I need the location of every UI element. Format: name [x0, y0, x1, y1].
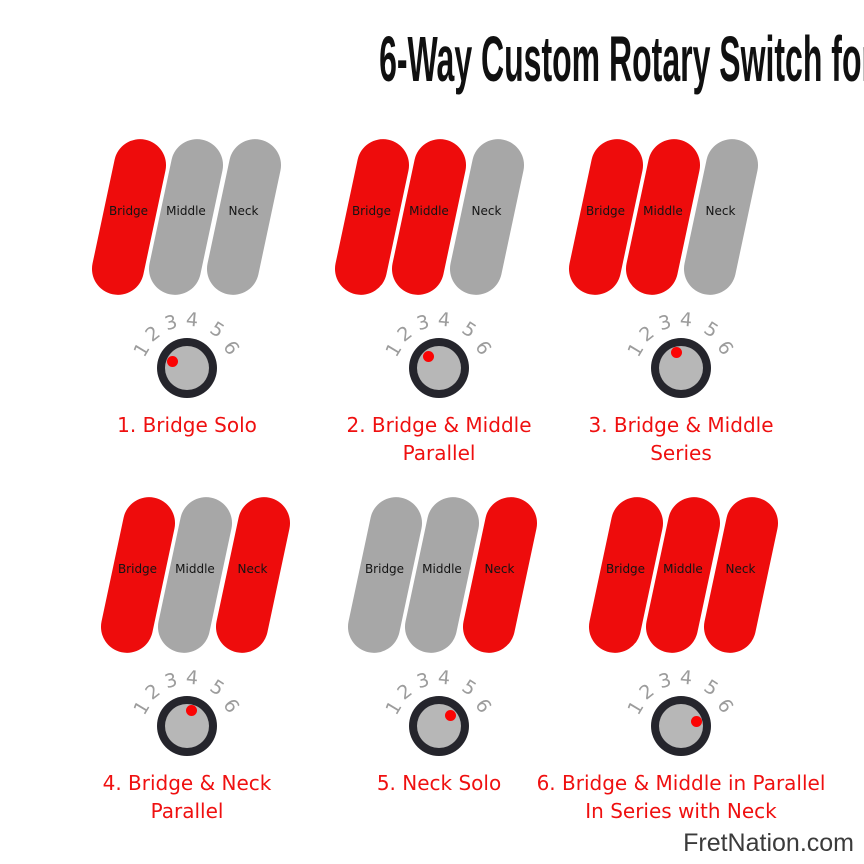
knob-body — [409, 696, 469, 756]
page-title-text: 6-Way Custom Rotary Switch for 3-Pickup … — [379, 23, 864, 95]
neck-pickup-label: Neck — [705, 204, 736, 218]
knob-number-4: 4 — [679, 666, 693, 690]
knob-number-3: 3 — [162, 668, 180, 694]
knob-face — [417, 704, 461, 748]
panel-caption: 6. Bridge & Middle in Parallel In Series… — [391, 769, 864, 825]
knob-body — [157, 338, 217, 398]
page-title: 6-Way Custom Rotary Switch for 3-Pickup … — [0, 23, 864, 95]
middle-pickup-label: Middle — [409, 204, 449, 218]
knob-position-dot — [691, 716, 702, 727]
knob-number-3: 3 — [414, 668, 432, 694]
caption-line-1: 1. Bridge Solo — [117, 413, 257, 437]
pickup-group: Bridge Middle Neck — [299, 130, 579, 320]
knob-number-3: 3 — [414, 310, 432, 336]
pickup-group: Bridge Middle Neck — [541, 130, 821, 320]
knob-number-3: 3 — [656, 668, 674, 694]
neck-pickup-label: Neck — [237, 562, 268, 576]
middle-pickup-label: Middle — [175, 562, 215, 576]
pickup-group: Bridge Middle Neck — [47, 130, 327, 320]
panel-3-bridge-middle-series: Bridge Middle Neck 1 2 3 4 5 6 3. Bridge… — [541, 130, 821, 475]
caption-line-1: 6. Bridge & Middle in Parallel — [536, 771, 826, 795]
panel-4-bridge-neck-parallel: Bridge Middle Neck 1 2 3 4 5 6 4. Bridge… — [47, 488, 327, 833]
knob-position-dot — [445, 710, 456, 721]
knob-body — [651, 696, 711, 756]
caption-line-1: 5. Neck Solo — [376, 771, 502, 795]
bridge-pickup-label: Bridge — [351, 204, 392, 218]
neck-pickup-label: Neck — [484, 562, 515, 576]
knob-body — [157, 696, 217, 756]
panel-6-bridge-middle-parallel-series-neck: Bridge Middle Neck 1 2 3 4 5 6 6. Bridge… — [537, 488, 825, 833]
caption-line-1: 2. Bridge & Middle — [346, 413, 532, 437]
knob-face — [165, 346, 209, 390]
caption-line-1: 4. Bridge & Neck — [102, 771, 272, 795]
bridge-pickup-label: Bridge — [605, 562, 646, 576]
middle-pickup-label: Middle — [166, 204, 206, 218]
caption-line-2: Parallel — [150, 799, 224, 823]
rotary-knob: 1 2 3 4 5 6 — [299, 130, 579, 410]
knob-number-3: 3 — [656, 310, 674, 336]
caption-line-2: Parallel — [402, 441, 476, 465]
middle-pickup-label: Middle — [663, 562, 703, 576]
neck-pickup-label: Neck — [471, 204, 502, 218]
knob-body — [409, 338, 469, 398]
caption-line-2: Series — [650, 441, 712, 465]
knob-number-4: 4 — [437, 308, 451, 332]
knob-number-4: 4 — [437, 666, 451, 690]
panel-caption: 2. Bridge & Middle Parallel — [149, 411, 729, 467]
bridge-pickup-label: Bridge — [364, 562, 405, 576]
panel-5-neck-solo: Bridge Middle Neck 1 2 3 4 5 6 5. Neck S… — [299, 488, 579, 833]
caption-line-2: In Series with Neck — [585, 799, 777, 823]
knob-position-dot — [167, 356, 178, 367]
knob-position-dot — [186, 705, 197, 716]
rotary-knob: 1 2 3 4 5 6 — [47, 130, 327, 410]
panel-2-bridge-middle-parallel: Bridge Middle Neck 1 2 3 4 5 6 2. Bridge… — [299, 130, 579, 475]
knob-position-dot — [423, 351, 434, 362]
knob-number-4: 4 — [185, 666, 199, 690]
knob-number-4: 4 — [185, 308, 199, 332]
pickup-group: Bridge Middle Neck — [47, 488, 327, 678]
knob-position-dot — [671, 347, 682, 358]
middle-pickup-label: Middle — [643, 204, 683, 218]
bridge-pickup-label: Bridge — [585, 204, 626, 218]
neck-pickup-label: Neck — [725, 562, 756, 576]
rotary-knob: 1 2 3 4 5 6 — [299, 488, 579, 768]
panel-1-bridge-solo: Bridge Middle Neck 1 2 3 4 5 6 1. Bridge… — [47, 130, 327, 475]
rotary-knob: 1 2 3 4 5 6 — [541, 488, 821, 768]
panel-caption: 3. Bridge & Middle Series — [391, 411, 864, 467]
panel-caption: 1. Bridge Solo — [0, 411, 477, 439]
panel-caption: 5. Neck Solo — [149, 769, 729, 797]
bridge-pickup-label: Bridge — [117, 562, 158, 576]
caption-line-1: 3. Bridge & Middle — [588, 413, 774, 437]
watermark: FretNation.com — [683, 829, 854, 857]
knob-body — [651, 338, 711, 398]
neck-pickup-label: Neck — [228, 204, 259, 218]
pickup-group: Bridge Middle Neck — [541, 488, 821, 678]
rotary-knob: 1 2 3 4 5 6 — [541, 130, 821, 410]
middle-pickup-label: Middle — [422, 562, 462, 576]
knob-number-4: 4 — [679, 308, 693, 332]
knob-number-3: 3 — [162, 310, 180, 336]
rotary-knob: 1 2 3 4 5 6 — [47, 488, 327, 768]
pickup-group: Bridge Middle Neck — [299, 488, 579, 678]
panel-caption: 4. Bridge & Neck Parallel — [0, 769, 477, 825]
bridge-pickup-label: Bridge — [108, 204, 149, 218]
